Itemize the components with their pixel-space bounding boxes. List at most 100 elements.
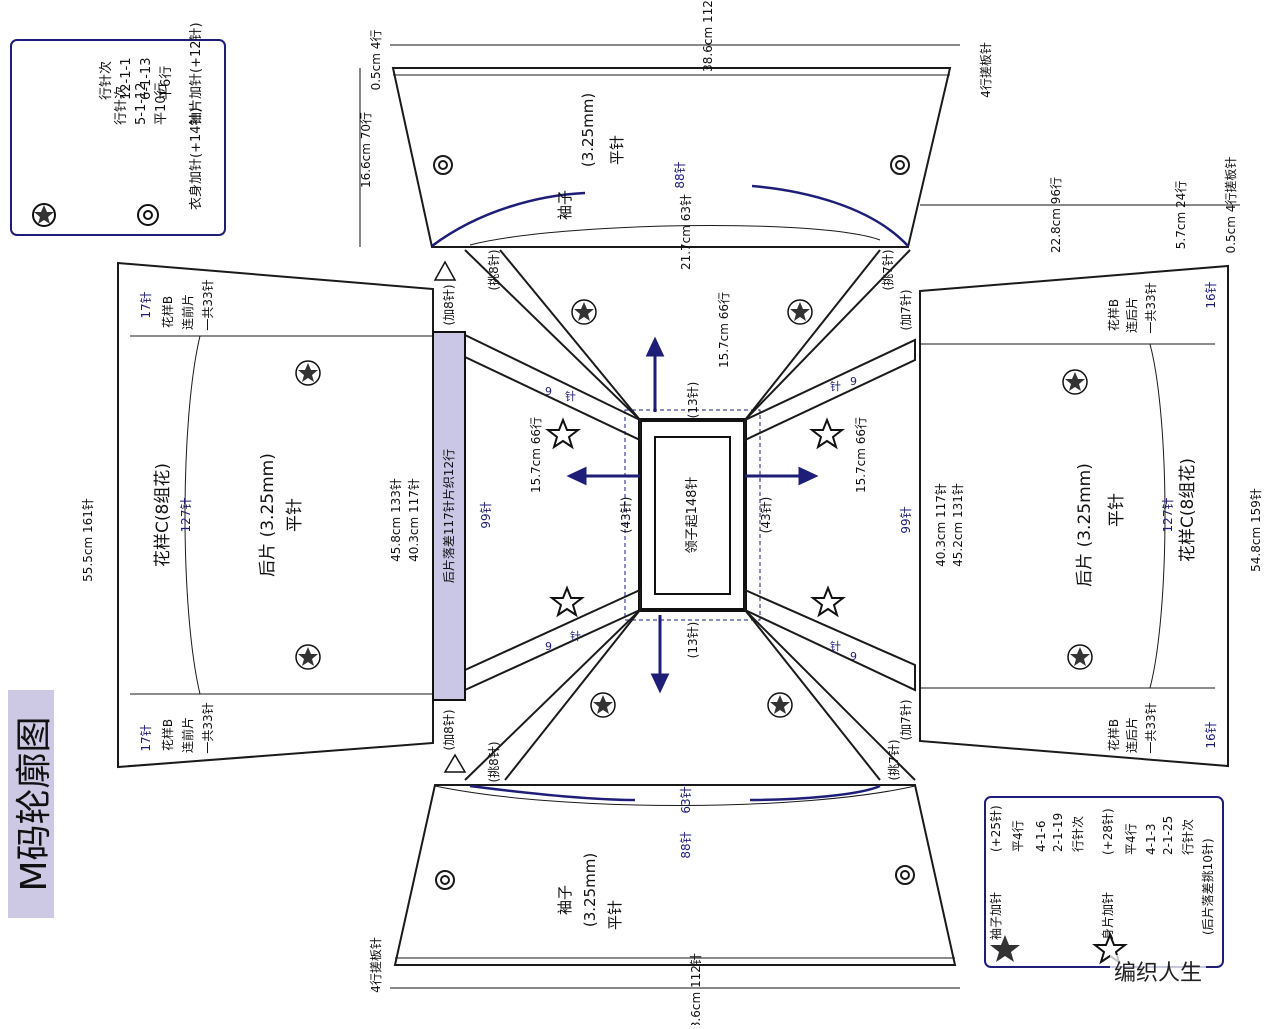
right-rib16-top: 16针 bbox=[1203, 281, 1218, 308]
legend-body-row: 12-1-1 bbox=[119, 58, 134, 100]
raglan-top-label: 15.7cm 66行 bbox=[717, 292, 731, 368]
short-rows-band bbox=[432, 331, 466, 701]
right-height-label: 54.8cm 159针 bbox=[1248, 488, 1263, 572]
st-mark: 针 bbox=[570, 629, 581, 643]
pick7-top: (挑7针) bbox=[880, 250, 895, 291]
right-circle-stars bbox=[1062, 369, 1093, 670]
right-back-name: 后片 (3.25mm) bbox=[1075, 463, 1095, 587]
neck-box bbox=[624, 409, 761, 621]
left-rib17-bottom: 17针 bbox=[138, 724, 153, 751]
pick8-bottom: (挑8针) bbox=[486, 742, 501, 783]
right-total33-top: 一共33针 bbox=[1143, 282, 1158, 333]
right-99-label: 99针 bbox=[898, 506, 913, 533]
stitches63-bottom: 63针 bbox=[678, 786, 693, 813]
top-sleeve-stitch: 平针 bbox=[608, 135, 626, 165]
top-width-label: 38.6cm 112针 bbox=[700, 0, 715, 72]
legend2-body-row: 4-1-3 bbox=[1144, 823, 1158, 855]
left-99-label: 99针 bbox=[478, 501, 493, 528]
title-background bbox=[8, 690, 54, 918]
bottom-width-label: 38.6cm 112针 bbox=[688, 953, 703, 1025]
left-127-label: 127针 bbox=[178, 498, 193, 533]
right-back-piece bbox=[919, 264, 1229, 768]
top-sleeve bbox=[391, 67, 952, 248]
left-height-label: 55.5cm 161针 bbox=[80, 498, 95, 582]
filled-star-icons bbox=[571, 299, 813, 718]
st13-bottom: (13针) bbox=[685, 622, 700, 659]
legend2-sleeve-row: 4-1-6 bbox=[1034, 820, 1048, 852]
left-connect-front-bottom: 连前片 bbox=[180, 717, 195, 753]
legend-sleeve-row: 行针次 bbox=[113, 86, 129, 125]
double-circle-icon bbox=[137, 204, 159, 226]
right-connect-back-bottom: 连后片 bbox=[1124, 717, 1139, 753]
cuff-height-label: 0.5cm 4行 bbox=[369, 30, 383, 91]
right-total33-bottom: 一共33针 bbox=[1143, 702, 1158, 753]
right-pattern-b-bottom: 花样B bbox=[1106, 719, 1121, 751]
left-add8-top: (加8针) bbox=[441, 285, 456, 326]
st9-label: 9 bbox=[850, 375, 857, 388]
stitches88-bottom: 88针 bbox=[678, 831, 693, 858]
brand-logo: 编织人生 bbox=[1110, 955, 1207, 987]
legend-sleeve-increase: 袖片加针(+12针) bbox=[189, 22, 204, 125]
st43-right: (43针) bbox=[758, 497, 773, 534]
legend2-star-icon bbox=[990, 935, 1020, 962]
left-rib17-top: 17针 bbox=[138, 291, 153, 318]
legend-body-increase: 衣身加针(+14针) bbox=[188, 107, 204, 210]
left-add8-bottom: (加8针) bbox=[441, 710, 456, 751]
bottom-sleeve-stitch: 平针 bbox=[606, 900, 624, 930]
left-circle-stars bbox=[295, 360, 321, 670]
right-pattern-b-top: 花样B bbox=[1106, 299, 1121, 331]
legend-body-row: 平6行 bbox=[159, 66, 174, 100]
top-sleeve-needle: (3.25mm) bbox=[579, 93, 597, 167]
right-hem-label: 5.7cm 24行 bbox=[1174, 181, 1188, 249]
bottom-sleeve-name: 袖子 bbox=[556, 885, 574, 915]
bottom-sleeve-needle: (3.25mm) bbox=[581, 853, 599, 927]
legend-bottom-box bbox=[984, 796, 1224, 968]
st-mark: 针 bbox=[830, 379, 841, 393]
right-length-label: 22.8cm 96行 bbox=[1049, 177, 1063, 253]
pick8-top: (挑8针) bbox=[486, 250, 501, 291]
raglan-left-label: 15.7cm 66行 bbox=[529, 417, 543, 493]
star-circle-icon bbox=[32, 203, 56, 227]
left-total33-top: 一共33针 bbox=[200, 279, 215, 330]
legend-sleeve-row: 平10行 bbox=[154, 82, 169, 125]
st-mark: 针 bbox=[565, 389, 576, 403]
top-sleeve-name: 袖子 bbox=[556, 190, 574, 220]
bottom-sleeve bbox=[393, 784, 957, 966]
left-chest-label: 45.8cm 133针 bbox=[388, 478, 403, 562]
legend-top-box bbox=[10, 39, 226, 236]
right-back-stitch: 平针 bbox=[1107, 493, 1127, 527]
legend2-note: (后片落差挑10针) bbox=[1200, 838, 1215, 935]
pick7-bottom: (挑7针) bbox=[886, 740, 901, 781]
left-back-stitch: 平针 bbox=[285, 498, 305, 532]
cuff-note-label: 4行搓板针 bbox=[978, 42, 993, 98]
legend2-body-row: 2-1-25 bbox=[1161, 816, 1175, 855]
left-pattern-b-top: 花样B bbox=[160, 296, 175, 328]
legend-body-row: 6-1-13 bbox=[139, 58, 154, 100]
left-back-piece bbox=[117, 261, 434, 769]
star-icons bbox=[545, 417, 846, 618]
legend2-sleeve-total: (+25针) bbox=[988, 805, 1003, 852]
st43-left: (43针) bbox=[618, 497, 633, 534]
legend2-body-increase: 身片加针 bbox=[1100, 892, 1115, 940]
right-add7-bottom: (加7针) bbox=[898, 700, 913, 741]
legend2-body-row: 平4行 bbox=[1124, 823, 1138, 855]
legend2-body-row: 行针次 bbox=[1180, 819, 1195, 855]
short-rows-label: 后片落差117针片织12行 bbox=[441, 449, 456, 583]
right-127-label: 127针 bbox=[1160, 498, 1175, 533]
left-mid-label: 40.3cm 117针 bbox=[406, 478, 421, 562]
right-add7-top: (加7针) bbox=[898, 290, 913, 331]
stitches88-top: 88针 bbox=[672, 161, 687, 188]
upper-arm-label: 21.7cm 63针 bbox=[678, 194, 693, 270]
right-rib16-bottom: 16针 bbox=[1203, 721, 1218, 748]
left-connect-front-top: 连前片 bbox=[180, 294, 195, 330]
legend2-sleeve-increase: 袖子加针 bbox=[988, 892, 1003, 940]
legend-body-row: 行针次 bbox=[98, 61, 114, 100]
raglan-right-label: 15.7cm 66行 bbox=[854, 417, 868, 493]
legend2-body-total: (+28针) bbox=[1100, 808, 1115, 855]
left-back-name: 后片 (3.25mm) bbox=[258, 453, 278, 577]
legend2-sleeve-row: 平4行 bbox=[1011, 820, 1025, 852]
right-connect-back-top: 连后片 bbox=[1124, 297, 1139, 333]
collar-label: 领子起148针 bbox=[685, 477, 700, 554]
